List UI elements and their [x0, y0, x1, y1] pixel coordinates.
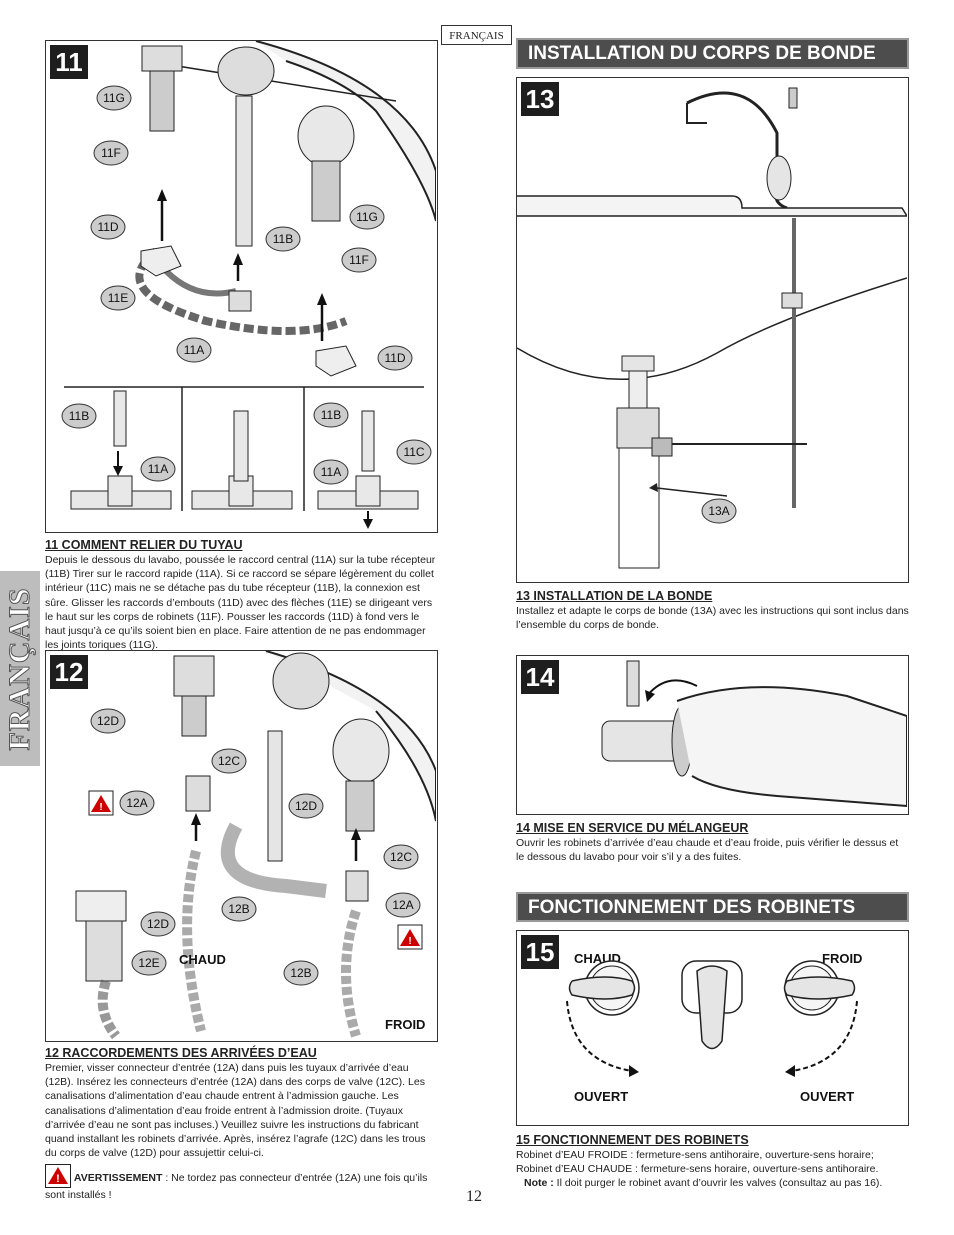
step13-illustration: 13A — [517, 87, 907, 569]
step15-note: Note : Il doit purger le robinet avant d… — [516, 1176, 909, 1190]
faucet-operation-header: FONCTIONNEMENT DES ROBINETS — [516, 892, 909, 922]
callout-12c: 12C — [218, 754, 240, 768]
callout-11b-bl: 11B — [69, 409, 89, 423]
step11-title: 11 COMMENT RELIER DU TUYAU — [45, 538, 243, 552]
step15-title: 15 FONCTIONNEMENT DES ROBINETS — [516, 1133, 749, 1147]
step13-figure: 13 13A — [516, 77, 909, 583]
step12-illustration: ! ! 12D 12C 12A 12D 12C 12A 12D 12B 12E … — [75, 651, 436, 1040]
callout-11g: 11G — [103, 91, 125, 105]
callout-11a: 11A — [184, 343, 204, 357]
side-language-tab: FRANÇAIS — [0, 571, 40, 766]
step14-illustration — [601, 660, 907, 808]
step12-title: 12 RACCORDEMENTS DES ARRIVÉES D’EAU — [45, 1046, 317, 1060]
side-tab-label: FRANÇAIS — [3, 586, 37, 751]
step13-number: 13 — [521, 82, 559, 116]
callout-12e: 12E — [138, 956, 159, 970]
callout-11g-right: 11G — [356, 210, 378, 224]
step13-title: 13 INSTALLATION DE LA BONDE — [516, 589, 713, 603]
callout-11f-right: 11F — [349, 253, 369, 267]
callout-12d-right: 12D — [295, 799, 317, 813]
svg-text:!: ! — [99, 802, 102, 813]
callout-12a-right: 12A — [392, 898, 413, 912]
step15-caption: 15 FONCTIONNEMENT DES ROBINETS Robinet d… — [516, 1133, 909, 1191]
open-label-right: OUVERT — [800, 1089, 854, 1104]
warning-label: AVERTISSEMENT — [73, 1172, 163, 1185]
callout-11d-right: 11D — [384, 351, 405, 365]
callout-11b: 11B — [273, 232, 293, 246]
callout-11b-br: 11B — [321, 408, 341, 422]
callout-11a-br: 11A — [321, 465, 341, 479]
step12-number: 12 — [50, 655, 88, 689]
step15-number: 15 — [521, 935, 559, 969]
step14-title: 14 MISE EN SERVICE DU MÉLANGEUR — [516, 821, 749, 835]
step11-body: Depuis le dessous du lavabo, poussée le … — [45, 554, 436, 652]
language-tag: FRANÇAIS — [441, 25, 512, 45]
callout-11e: 11E — [108, 291, 128, 305]
svg-text:!: ! — [408, 936, 411, 947]
note-label: Note : — [524, 1177, 554, 1190]
cold-label: FROID — [385, 1017, 425, 1032]
step11-number: 11 — [50, 45, 88, 79]
note-text: Il doit purger le robinet avant d’ouvrir… — [553, 1177, 883, 1190]
callout-12a: 12A — [126, 796, 147, 810]
step11-callouts: 11G 11F 11D 11E 11B 11G 11F 11A 11D 11B … — [61, 85, 432, 485]
step11-caption: 11 COMMENT RELIER DU TUYAU Depuis le des… — [45, 538, 438, 652]
callout-11a-bl: 11A — [148, 462, 168, 476]
callout-12d: 12D — [97, 714, 119, 728]
warning-icon: ! — [397, 924, 423, 950]
open-label-left: OUVERT — [574, 1089, 628, 1104]
callout-12b: 12B — [228, 902, 249, 916]
step12-body: Premier, visser connecteur d’entrée (12A… — [45, 1062, 426, 1160]
step15-illustration: CHAUD FROID OUVERT OUVERT — [566, 951, 862, 1104]
step12-figure: 12 ! ! 12D 12C 12A 12D — [45, 650, 438, 1042]
warning-icon: ! — [88, 790, 114, 816]
warning-text: : Ne tordez pas connecteur d’entrée (12A… — [45, 1172, 428, 1202]
callout-11d: 11D — [97, 220, 118, 234]
step15-body: Robinet d’EAU FROIDE : fermeture-sens an… — [516, 1149, 879, 1176]
callout-13a: 13A — [708, 504, 729, 518]
callout-12d-left: 12D — [147, 917, 169, 931]
hot-label: CHAUD — [179, 952, 226, 967]
svg-text:!: ! — [56, 1173, 60, 1185]
step11-figure: 11 — [45, 40, 438, 533]
step14-body: Ouvrir les robinets d’arrivée d’eau chau… — [516, 837, 899, 864]
step12-caption: 12 RACCORDEMENTS DES ARRIVÉES D’EAU Prem… — [45, 1046, 438, 1203]
callout-11c: 11C — [403, 445, 424, 459]
callout-12b-right: 12B — [290, 966, 311, 980]
step12-warning: ! AVERTISSEMENT : Ne tordez pas connecte… — [45, 1164, 438, 1202]
step14-figure: 14 — [516, 655, 909, 815]
install-drain-header: INSTALLATION DU CORPS DE BONDE — [516, 38, 909, 69]
step13-caption: 13 INSTALLATION DE LA BONDE Installez et… — [516, 589, 909, 632]
page-number: 12 — [466, 1188, 482, 1205]
step14-number: 14 — [521, 660, 559, 694]
step15-figure: 15 CHAUD FROID OUVERT OUVERT — [516, 930, 909, 1126]
step14-caption: 14 MISE EN SERVICE DU MÉLANGEUR Ouvrir l… — [516, 821, 909, 864]
cold-label: FROID — [822, 951, 862, 966]
warning-icon: ! — [45, 1164, 71, 1189]
step11-illustration: 11G 11F 11D 11E 11B 11G 11F 11A 11D 11B … — [61, 41, 436, 529]
step13-body: Installez et adapte le corps de bonde (1… — [516, 605, 909, 632]
callout-11f: 11F — [101, 146, 121, 160]
callout-12c-right: 12C — [390, 850, 412, 864]
